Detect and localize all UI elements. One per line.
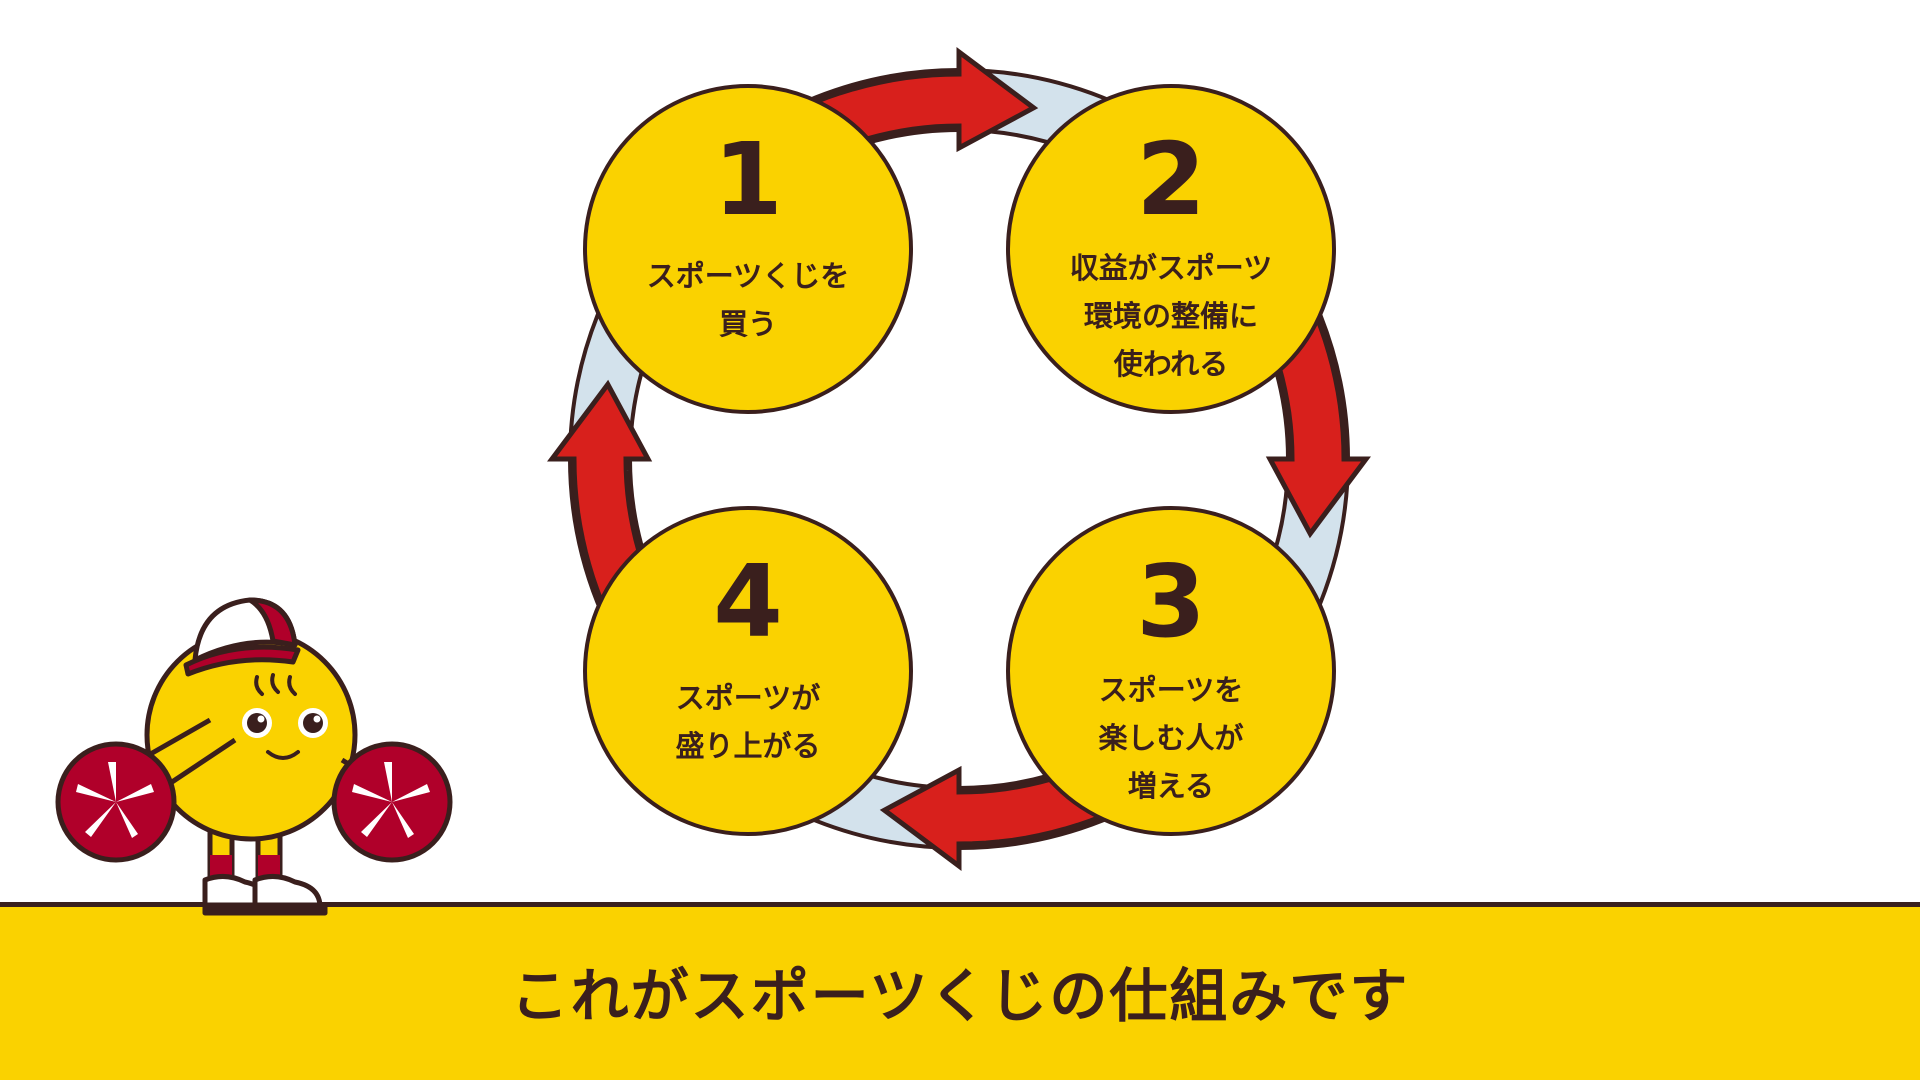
caption-band: これがスポーツくじの仕組みです bbox=[0, 902, 1920, 1080]
step-text: スポーツが 盛り上がる bbox=[675, 681, 821, 763]
mascot-shoe bbox=[252, 874, 323, 910]
step-1-circle: 1 スポーツくじを 買う bbox=[583, 84, 913, 414]
step-number: 4 bbox=[713, 543, 783, 660]
step-number: 3 bbox=[1136, 543, 1206, 660]
step-number: 1 bbox=[713, 121, 783, 238]
step-text: スポーツくじを 買う bbox=[646, 259, 850, 341]
step-2-circle: 2 収益がスポーツ 環境の整備に 使われる bbox=[1006, 84, 1336, 414]
step-4-circle: 4 スポーツが 盛り上がる bbox=[583, 506, 913, 836]
step-text: スポーツを 楽しむ人が 増える bbox=[1098, 673, 1244, 803]
step-text: 収益がスポーツ 環境の整備に 使われる bbox=[1069, 251, 1273, 381]
caption-text: これがスポーツくじの仕組みです bbox=[510, 962, 1410, 1030]
mascot-cheerleader bbox=[55, 597, 453, 916]
mascot-smile bbox=[266, 750, 300, 760]
step-number: 2 bbox=[1136, 121, 1206, 238]
step-3-circle: 3 スポーツを 楽しむ人が 増える bbox=[1006, 506, 1336, 836]
